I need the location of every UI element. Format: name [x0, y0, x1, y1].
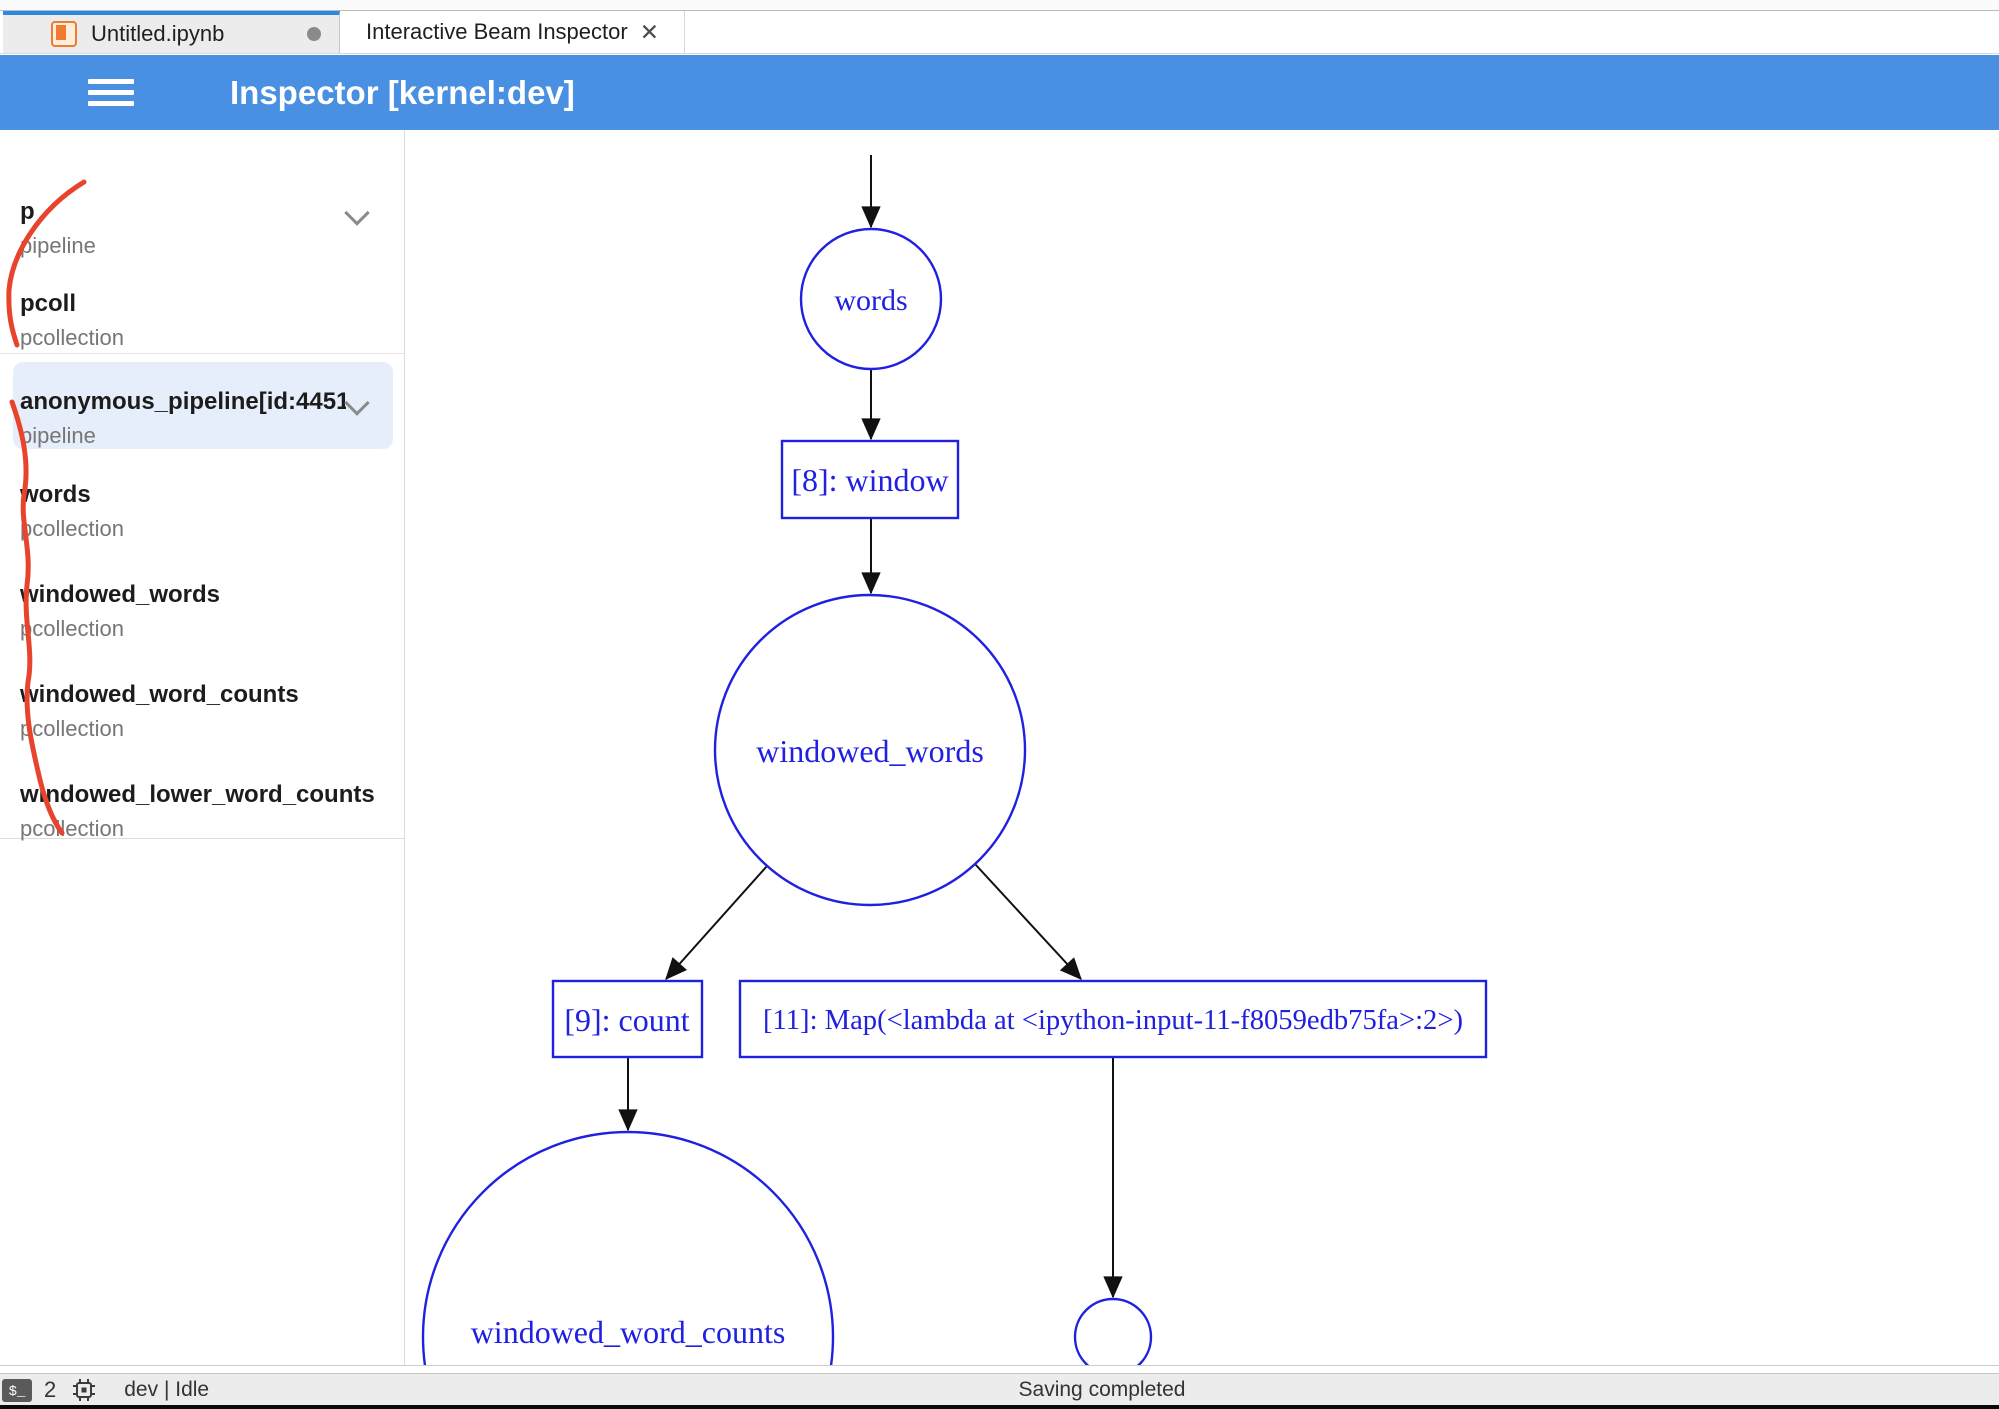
- pipeline-sidebar: p pipeline pcoll pcollection anonymous_p…: [0, 130, 405, 1365]
- node-windowed-words-label: windowed_words: [756, 733, 984, 769]
- inspector-header: Inspector [kernel:dev]: [0, 55, 1999, 130]
- menu-hamburger-icon[interactable]: [88, 79, 134, 106]
- tab-label: Untitled.ipynb: [91, 21, 225, 46]
- save-status-message: Saving completed: [1018, 1378, 1186, 1401]
- item-type: pipeline: [20, 233, 96, 258]
- kernel-status[interactable]: dev | Idle: [124, 1378, 210, 1401]
- selected-item-highlight: [13, 362, 393, 449]
- window-bottom-edge: [0, 1405, 1999, 1409]
- item-name[interactable]: windowed_word_counts: [20, 681, 299, 708]
- terminal-count[interactable]: 2: [44, 1377, 57, 1402]
- tab-label: Interactive Beam Inspector: [366, 19, 628, 44]
- node-count-label: [9]: count: [564, 1002, 689, 1038]
- notebook-icon: [51, 21, 77, 47]
- item-type: pcollection: [20, 516, 124, 541]
- node-windowed-words-circle: [713, 593, 1027, 907]
- tab-untitled-notebook[interactable]: Untitled.ipynb: [3, 11, 340, 53]
- list-divider: [0, 353, 404, 354]
- close-tab-icon[interactable]: ✕: [639, 18, 659, 45]
- node-words-label: words: [834, 284, 907, 317]
- node-windowed-word-counts-label: windowed_word_counts: [471, 1314, 786, 1350]
- item-name[interactable]: words: [20, 481, 91, 508]
- node-words-circle: [799, 227, 943, 371]
- item-name[interactable]: windowed_words: [20, 581, 221, 608]
- page-title: Inspector [kernel:dev]: [230, 74, 575, 111]
- chevron-down-icon[interactable]: [344, 200, 370, 226]
- item-name[interactable]: windowed_lower_word_counts: [20, 781, 375, 808]
- node-count-box: [551, 979, 704, 1059]
- dock-tab-bar: Untitled.ipynb Interactive Beam Inspecto…: [0, 11, 1999, 54]
- item-name[interactable]: anonymous_pipeline[id:44516...: [20, 388, 346, 415]
- unsaved-changes-dot-icon[interactable]: [307, 27, 321, 41]
- item-type: pcollection: [20, 325, 124, 350]
- node-window-label: [8]: window: [791, 462, 948, 498]
- edge-windowed-words-to-map: [974, 863, 1082, 980]
- item-type: pcollection: [20, 616, 124, 641]
- terminal-icon[interactable]: $_: [2, 1378, 32, 1402]
- item-type: pcollection: [20, 816, 124, 841]
- item-type: pcollection: [20, 716, 124, 741]
- node-window-box: [780, 439, 960, 520]
- status-bar: $_ 2 dev | Idle Saving completed: [0, 1373, 1999, 1406]
- kernel-chip-icon[interactable]: [72, 1378, 96, 1402]
- tab-interactive-beam-inspector[interactable]: Interactive Beam Inspector ✕: [341, 11, 685, 53]
- node-map-box: [738, 979, 1488, 1059]
- node-map-label: [11]: Map(<lambda at <ipython-input-11-f…: [763, 1005, 1463, 1036]
- item-name[interactable]: pcoll: [20, 290, 77, 317]
- node-windowed-word-counts-circle: [421, 1130, 835, 1365]
- node-unnamed-pcoll-circle: [1073, 1297, 1153, 1365]
- edge-windowed-words-to-count: [665, 865, 768, 980]
- window-top-strip: [0, 0, 1999, 11]
- item-name[interactable]: p: [20, 198, 35, 225]
- item-type: pipeline: [20, 423, 96, 448]
- main-area-bottom-border: [0, 1365, 1999, 1366]
- pipeline-graph: words [8]: window windowed_words [9]: co…: [421, 155, 1488, 1365]
- pipeline-list: p pipeline pcoll pcollection anonymous_p…: [0, 130, 404, 841]
